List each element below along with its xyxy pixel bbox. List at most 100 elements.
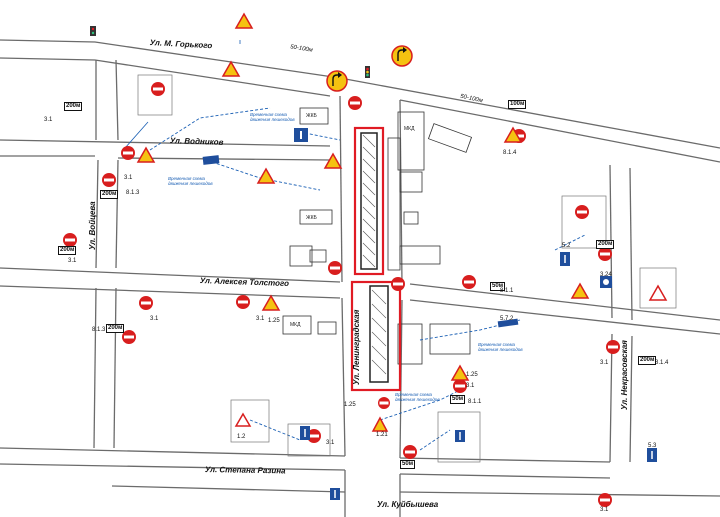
street-label-voitseva: Ул. Войцева — [88, 201, 97, 250]
pointer-lines — [124, 40, 241, 149]
street-label-vodnikov: Ул. Водников — [169, 136, 224, 147]
sign-code: 3.1 — [150, 316, 159, 322]
road-works-icon — [136, 146, 156, 163]
sign-code: 3.24 — [600, 272, 612, 278]
distance-plate: 200м — [100, 190, 119, 199]
pedestrian-arrow-icon — [300, 426, 310, 440]
turn-sign-icon — [326, 70, 348, 92]
no-entry-icon — [63, 233, 77, 247]
road-works-icon — [234, 12, 254, 29]
no-entry-icon — [453, 379, 467, 393]
traffic-lights — [90, 26, 370, 78]
info-signs — [202, 128, 657, 500]
no-entry-icon — [391, 277, 405, 291]
distance-plate: 100м — [508, 100, 527, 109]
sign-code: 5.2 — [562, 243, 571, 249]
sign-code: 8.1.1 — [468, 399, 482, 405]
no-entry-icon — [307, 429, 321, 443]
sign-code: 8.1.1 — [500, 288, 514, 294]
road-works-icon — [503, 126, 523, 143]
road-works-icon — [221, 60, 241, 77]
building-label: МКД — [290, 322, 301, 328]
no-entry-icon — [403, 445, 417, 459]
distance-plate: 200м — [58, 246, 77, 255]
no-entry-icon — [575, 205, 589, 219]
no-entry-icon — [462, 275, 476, 289]
road-works-icon — [256, 167, 276, 184]
distance-plate: 200м — [106, 324, 125, 333]
sign-code: 3.1 — [124, 175, 133, 181]
no-entry-icon — [378, 397, 390, 409]
sign-code: 3.1 — [256, 316, 265, 322]
pedestrian-note: Временная схема движения пешеходов — [168, 176, 213, 186]
sign-code: 1.2 — [237, 434, 246, 440]
pedestrian-arrow-icon — [455, 430, 465, 442]
traffic-light-icon — [365, 66, 370, 78]
sign-code: 3.1 — [600, 507, 609, 513]
triangle-signs — [234, 284, 668, 427]
street-label-nekrasovskaya: Ул. Некрасовская — [620, 340, 629, 410]
distance-plate: 50м — [450, 395, 466, 404]
road-works-icon — [261, 294, 281, 311]
road-works-icon — [323, 152, 343, 169]
road-works-icon — [570, 282, 590, 299]
sign-code: 1.25 — [268, 318, 280, 324]
pedestrian-arrow-icon — [600, 276, 612, 288]
sign-code: 8.1.4 — [503, 150, 517, 156]
sign-code: 5.7.2 — [500, 316, 514, 322]
street-label-kuibysheva: Ул. Куйбышева — [377, 500, 439, 509]
sign-code: 5.3 — [648, 443, 657, 449]
sign-code: 3.1 — [44, 117, 53, 123]
turn-sign-icon — [391, 45, 413, 67]
sign-code: 3.1 — [600, 360, 609, 366]
no-entry-icon — [139, 296, 153, 310]
no-entry-icon — [598, 493, 612, 507]
turn-signs — [326, 45, 413, 92]
no-entry-icon — [122, 330, 136, 344]
distance-plate: 50м — [490, 282, 506, 291]
no-entry-icon — [236, 295, 250, 309]
buildings — [282, 107, 473, 365]
sign-code: 8.1.3 — [92, 327, 106, 333]
pedestrian-note: Временная схема движения пешеходов — [478, 342, 523, 352]
building-label: ЖКБ — [306, 215, 317, 221]
distance-plate: 200м — [596, 240, 615, 249]
sign-code: 8.1.4 — [655, 360, 669, 366]
sign-code: 8.1.3 — [126, 190, 140, 196]
no-entry-icon — [121, 146, 135, 160]
distance-plate: 200м — [64, 102, 83, 111]
sign-panels — [137, 74, 677, 463]
no-entry-icon — [598, 247, 612, 261]
road-works-icon — [450, 364, 470, 381]
sign-code: 1.25 — [466, 372, 478, 378]
street-label-leningradskaya: Ул. Ленинградская — [352, 309, 361, 385]
sign-code: 3.1 — [466, 383, 475, 389]
pedestrian-note: Временная схема движения пешеходов — [250, 112, 295, 122]
no-entry-icon — [348, 96, 362, 110]
pedestrian-note: Временная схема движения пешеходов — [395, 392, 440, 402]
one-way-icon — [294, 128, 308, 142]
no-entry-icon — [328, 261, 342, 275]
no-entry-signs — [63, 82, 620, 507]
no-entry-icon — [606, 340, 620, 354]
building-label: ЖКБ — [306, 113, 317, 119]
pedestrian-arrow-icon — [202, 155, 220, 165]
building-label: МКД — [404, 126, 415, 132]
traffic-light-icon — [90, 26, 96, 36]
sign-code: 1.21 — [376, 432, 388, 438]
no-entry-icon — [151, 82, 165, 96]
distance-plate: 200м — [638, 356, 657, 365]
road-edges — [0, 39, 720, 517]
distance-plate: 50м — [400, 460, 416, 469]
sign-code: 1.25 — [344, 402, 356, 408]
sign-code: 3.1 — [68, 258, 77, 264]
one-way-icon — [330, 488, 340, 500]
sign-code: 3.1 — [326, 440, 335, 446]
warning-signs — [136, 12, 590, 432]
road-works-icon — [371, 416, 389, 432]
pedestrian-arrow-icon — [497, 318, 519, 328]
street-label-razina: Ул. Степана Разина — [204, 465, 286, 476]
construction-zone — [350, 126, 402, 392]
